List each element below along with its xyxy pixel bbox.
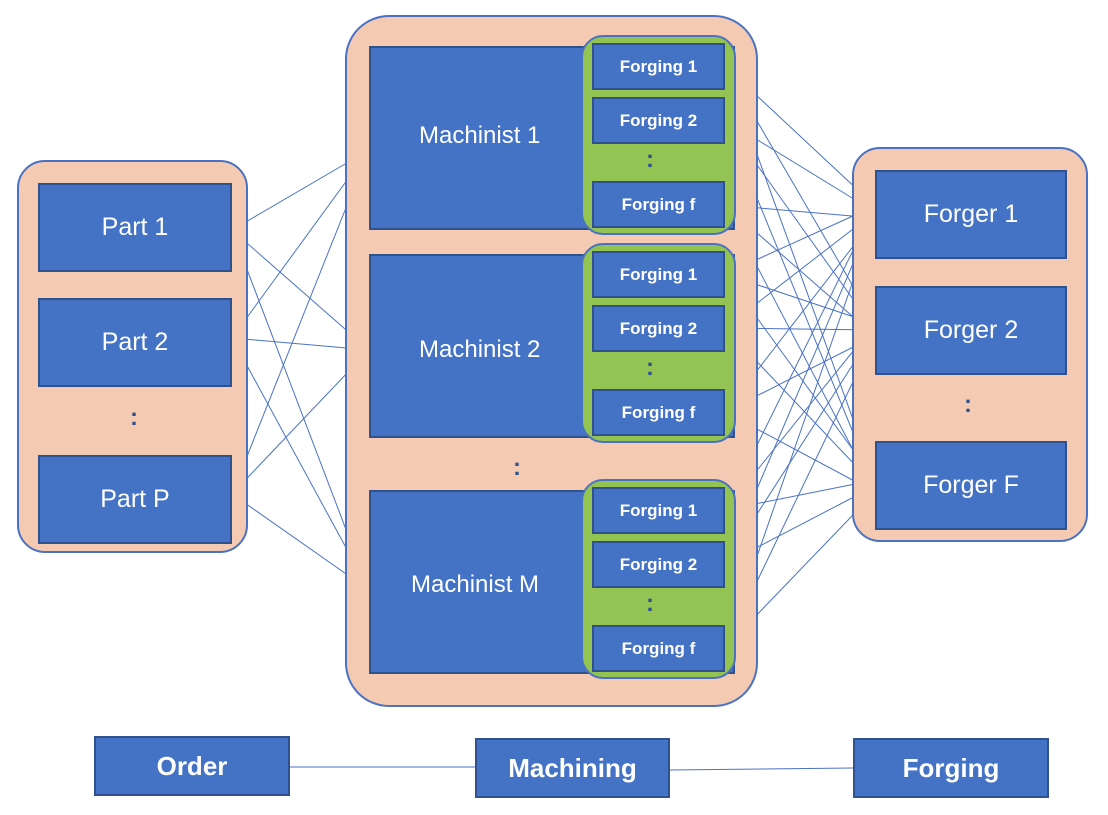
order-stage[interactable]: Order — [94, 736, 290, 796]
machinist-2-forging-2[interactable]: Forging 2 — [592, 305, 725, 352]
part-2-box[interactable]: Part 2 — [38, 298, 232, 387]
machinist-2-forging-ellipsis: : — [646, 354, 654, 381]
machinist-1-forging-ellipsis: : — [646, 146, 654, 173]
machinist-1-forging-f[interactable]: Forging f — [592, 181, 725, 228]
part-1-box[interactable]: Part 1 — [38, 183, 232, 272]
machinists-ellipsis: : — [513, 454, 521, 481]
part-p-box[interactable]: Part P — [38, 455, 232, 544]
machinist-2-forging-f[interactable]: Forging f — [592, 389, 725, 436]
forger-f-box[interactable]: Forger F — [875, 441, 1067, 530]
machinist-m-forging-2[interactable]: Forging 2 — [592, 541, 725, 588]
forger-1-box[interactable]: Forger 1 — [875, 170, 1067, 259]
machining-stage[interactable]: Machining — [475, 738, 670, 798]
machinist-1-forging-1[interactable]: Forging 1 — [592, 43, 725, 90]
machinist-m-forging-ellipsis: : — [646, 590, 654, 617]
machinist-1-forging-2[interactable]: Forging 2 — [592, 97, 725, 144]
forgers-ellipsis: : — [964, 391, 972, 418]
machining-forging-connector — [669, 767, 854, 771]
machinist-2-forging-1[interactable]: Forging 1 — [592, 251, 725, 298]
stage-connectors — [290, 766, 854, 771]
forger-2-box[interactable]: Forger 2 — [875, 286, 1067, 375]
machinist-m-forging-1[interactable]: Forging 1 — [592, 487, 725, 534]
machinist-m-forging-f[interactable]: Forging f — [592, 625, 725, 672]
forging-stage[interactable]: Forging — [853, 738, 1049, 798]
parts-ellipsis: : — [130, 404, 138, 431]
